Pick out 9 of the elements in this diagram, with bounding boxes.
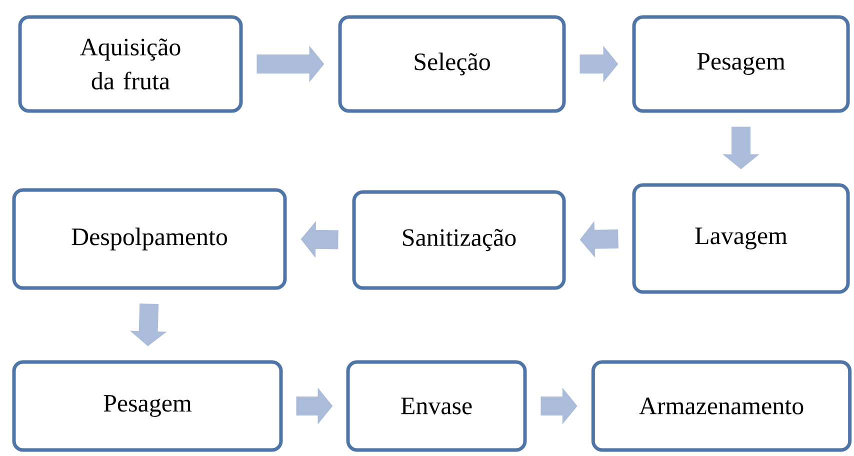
process-box: Pesagem <box>12 360 283 452</box>
process-box: Envase <box>346 360 527 452</box>
process-box: Lavagem <box>632 183 850 294</box>
process-box: Pesagem <box>632 15 850 113</box>
process-box: Aquisição da fruta <box>18 15 243 113</box>
process-box: Sanitização <box>352 190 566 290</box>
process-box: Seleção <box>338 15 566 113</box>
process-box: Despolpamento <box>12 188 287 290</box>
process-box: Armazenamento <box>591 360 852 452</box>
